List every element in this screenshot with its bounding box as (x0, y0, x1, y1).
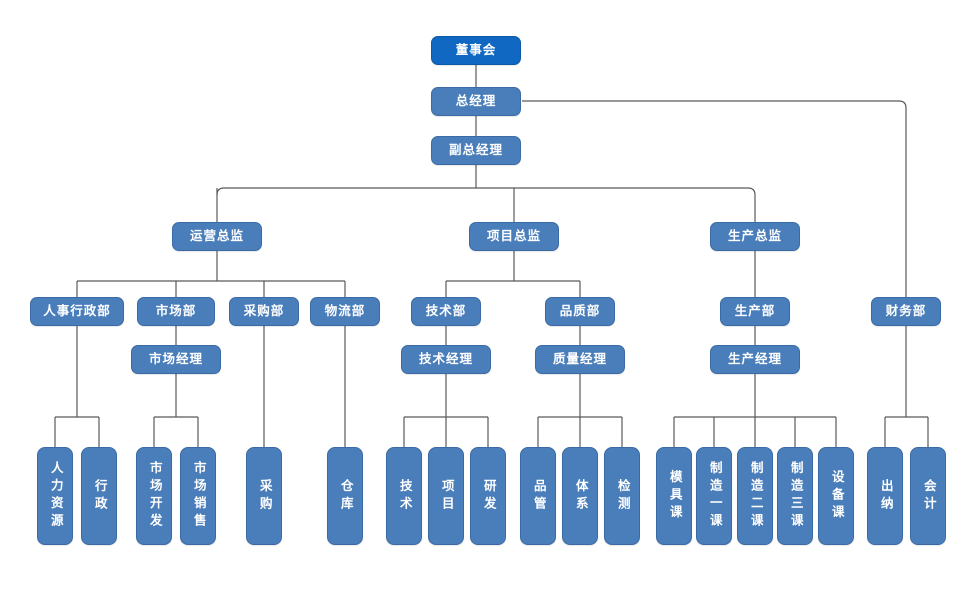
node-technical-department[interactable]: 技术部 (411, 297, 481, 326)
node-accounting[interactable]: 会计 (910, 447, 946, 545)
node-production-manager-label: 生产经理 (727, 351, 782, 366)
node-general-manager[interactable]: 总经理 (431, 87, 521, 116)
node-production-director[interactable]: 生产总监 (710, 222, 800, 251)
node-administration[interactable]: 行政 (81, 447, 117, 545)
node-operations-director-label: 运营总监 (189, 228, 244, 243)
node-technical-department-label: 技术部 (425, 303, 467, 318)
node-purchasing[interactable]: 采购 (246, 447, 282, 545)
node-market-sales[interactable]: 市场销售 (180, 447, 216, 545)
node-manufacturing-section-3[interactable]: 制造三课 (777, 447, 813, 545)
node-quality-control[interactable]: 品管 (520, 447, 556, 545)
node-marketing-department-label: 市场部 (155, 303, 197, 318)
node-deputy-general-manager-label: 副总经理 (448, 142, 503, 157)
node-project-label: 项目 (439, 478, 454, 514)
node-deputy-general-manager[interactable]: 副总经理 (431, 136, 521, 165)
node-logistics-department[interactable]: 物流部 (310, 297, 380, 326)
node-quality-manager-label: 质量经理 (552, 351, 607, 366)
node-warehouse-label: 仓库 (338, 478, 353, 514)
node-quality-manager[interactable]: 质量经理 (535, 345, 625, 374)
node-production-manager[interactable]: 生产经理 (710, 345, 800, 374)
node-human-resources-label: 人力资源 (48, 461, 63, 531)
node-production-director-label: 生产总监 (727, 228, 782, 243)
node-logistics-department-label: 物流部 (324, 303, 366, 318)
node-human-resources[interactable]: 人力资源 (37, 447, 73, 545)
node-operations-director[interactable]: 运营总监 (172, 222, 262, 251)
node-mold-section-label: 模具课 (667, 469, 682, 523)
node-general-manager-label: 总经理 (455, 93, 497, 108)
node-quality-control-label: 品管 (531, 478, 546, 514)
node-technology-label: 技术 (397, 478, 412, 514)
node-cashier-label: 出纳 (878, 478, 893, 514)
node-market-development-label: 市场开发 (147, 461, 162, 531)
node-marketing-manager-label: 市场经理 (148, 351, 203, 366)
node-project-director-label: 项目总监 (486, 228, 541, 243)
node-equipment-section[interactable]: 设备课 (818, 447, 854, 545)
node-hr-admin-department[interactable]: 人事行政部 (30, 297, 124, 326)
node-project[interactable]: 项目 (428, 447, 464, 545)
node-hr-admin-department-label: 人事行政部 (43, 303, 111, 318)
node-mold-section[interactable]: 模具课 (656, 447, 692, 545)
node-warehouse[interactable]: 仓库 (327, 447, 363, 545)
node-production-department-label: 生产部 (734, 303, 776, 318)
node-technology[interactable]: 技术 (386, 447, 422, 545)
node-marketing-manager[interactable]: 市场经理 (131, 345, 221, 374)
node-technical-manager[interactable]: 技术经理 (401, 345, 491, 374)
node-research-development-label: 研发 (481, 478, 496, 514)
node-purchasing-label: 采购 (257, 478, 272, 514)
node-market-sales-label: 市场销售 (191, 461, 206, 531)
node-inspection-label: 检测 (615, 478, 630, 514)
node-inspection[interactable]: 检测 (604, 447, 640, 545)
node-production-department[interactable]: 生产部 (720, 297, 790, 326)
node-finance-department-label: 财务部 (885, 303, 927, 318)
node-accounting-label: 会计 (921, 478, 936, 514)
node-manufacturing-section-2-label: 制造二课 (748, 461, 763, 531)
node-marketing-department[interactable]: 市场部 (137, 297, 215, 326)
node-manufacturing-section-2[interactable]: 制造二课 (737, 447, 773, 545)
node-board-label: 董事会 (455, 42, 497, 57)
node-finance-department[interactable]: 财务部 (871, 297, 941, 326)
node-market-development[interactable]: 市场开发 (136, 447, 172, 545)
node-quality-department-label: 品质部 (559, 303, 601, 318)
node-equipment-section-label: 设备课 (829, 469, 844, 523)
node-project-director[interactable]: 项目总监 (469, 222, 559, 251)
node-purchasing-department[interactable]: 采购部 (229, 297, 299, 326)
node-research-development[interactable]: 研发 (470, 447, 506, 545)
node-purchasing-department-label: 采购部 (243, 303, 285, 318)
node-manufacturing-section-1[interactable]: 制造一课 (696, 447, 732, 545)
node-manufacturing-section-1-label: 制造一课 (707, 461, 722, 531)
node-quality-department[interactable]: 品质部 (545, 297, 615, 326)
node-cashier[interactable]: 出纳 (867, 447, 903, 545)
node-manufacturing-section-3-label: 制造三课 (788, 461, 803, 531)
node-quality-system-label: 体系 (573, 478, 588, 514)
node-administration-label: 行政 (92, 478, 107, 514)
node-technical-manager-label: 技术经理 (418, 351, 473, 366)
node-board[interactable]: 董事会 (431, 36, 521, 65)
node-quality-system[interactable]: 体系 (562, 447, 598, 545)
